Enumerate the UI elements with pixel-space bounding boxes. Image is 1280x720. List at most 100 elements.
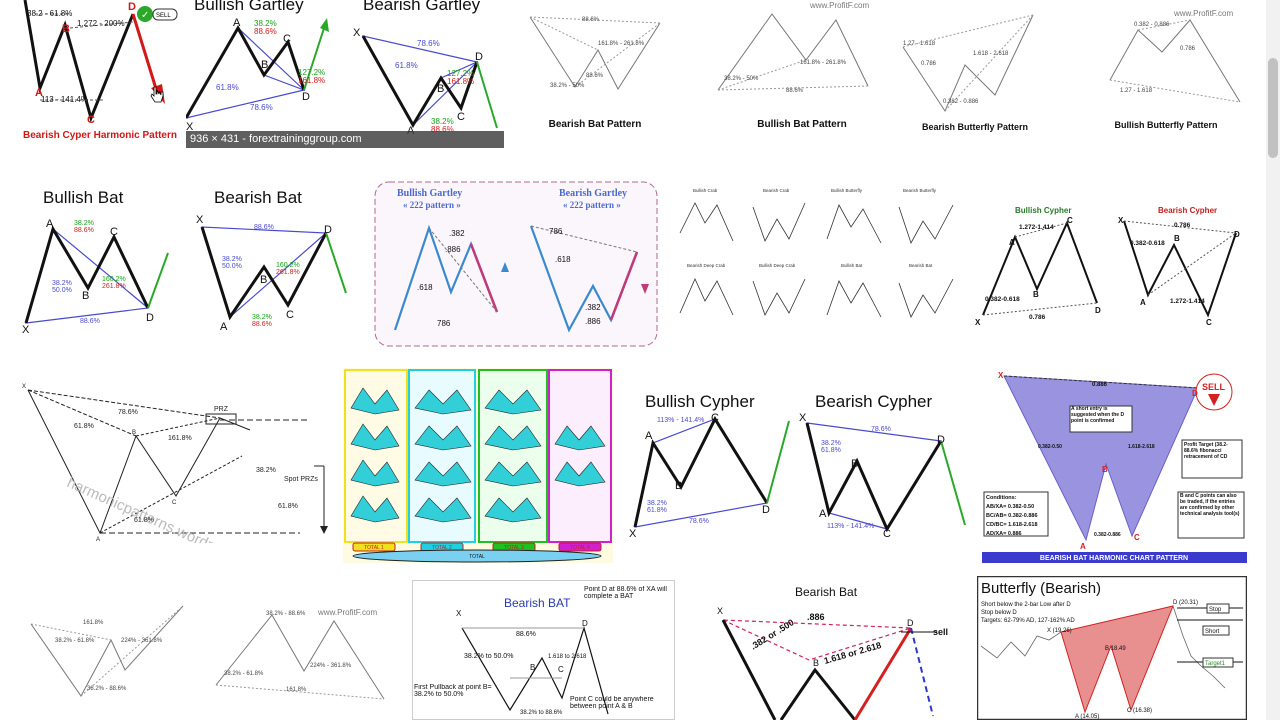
ratio-label: 113% - 141.4% — [827, 523, 874, 530]
ratio-label: 0.382 - 0.886 — [943, 99, 979, 105]
right-title: Bearish Gartley — [559, 188, 627, 199]
ratio-label: 786 — [437, 319, 451, 328]
point-label: B — [437, 83, 444, 95]
tile-caption: Bearish Butterfly Pattern — [922, 122, 1028, 132]
tile-caption: Bullish Bat Pattern — [757, 119, 846, 130]
tile-bearish-bat-harmonic-chart[interactable]: SELL 0.886 0.382-0.50 1.618-2.618 0.382-… — [982, 368, 1247, 563]
mini-title: Bullish Deep Crab — [759, 263, 796, 268]
ratio-label: 160.2% — [102, 276, 126, 283]
point-label: D — [582, 619, 588, 628]
tile-bearish-bat-explained[interactable]: Bearish BAT 88.6% 38.2% to 50.0% 1.618 t… — [412, 580, 675, 720]
ratio-label: .886 — [585, 317, 601, 326]
point-label: C — [87, 114, 95, 126]
ratio-label: 161.8% — [286, 687, 307, 693]
tile-gartley-222[interactable]: Bullish Gartley « 222 pattern » Bearish … — [373, 180, 659, 348]
ratio-label: .382 — [449, 229, 465, 238]
tile-bearish-bat[interactable]: Bearish Bat 88.6% 38.2% 50.0% 160.2% 261… — [190, 183, 350, 338]
ratio-label: 0.382-0.50 — [1038, 444, 1062, 450]
tile-prz-pattern[interactable]: harmonicpatterns.wordpress.com PRZ Spot … — [18, 378, 333, 543]
column-title: TOTAL 1 — [364, 545, 384, 551]
tile-bearish-cypher-harmonic[interactable]: ✓ SELL 38.2 - 61.8% 1.272 - 200% 113 - 1… — [15, 0, 185, 148]
tile-harmonic-grid[interactable]: Bullish Crab Bearish Crab Bullish Butter… — [675, 183, 965, 328]
chart-bullish-bat-pattern: www.ProfitF.com 38.2% - 50% 161.8% - 261… — [717, 1, 869, 130]
ratio-label: 61.8% — [216, 83, 239, 92]
mini-title: Bearish Crab — [763, 188, 790, 193]
point-label: A — [233, 17, 241, 29]
ratio-label: 78.6% — [689, 518, 709, 525]
target-label: Target1 — [1205, 661, 1226, 667]
point-label: D — [907, 618, 914, 628]
point-label: X — [975, 318, 981, 327]
mini-title: Bullish Crab — [693, 188, 718, 193]
scrollbar-thumb[interactable] — [1268, 58, 1278, 158]
point-label: A (14.05) — [1075, 714, 1099, 720]
tile-bullish-cypher-small[interactable]: Bullish Cypher 1.272-1.414 0.382-0.618 0… — [975, 203, 1105, 328]
tile-title: Bearish Cypher — [1158, 206, 1217, 215]
tile-bearish-butterfly-pattern[interactable]: 1.27 - 1.618 0.786 1.618 - 2.618 0.382 -… — [895, 5, 1055, 145]
ratio-label: 88.6% — [586, 73, 604, 79]
ratio-label: 161.8% — [168, 435, 192, 442]
ratio-label: 786 — [549, 227, 563, 236]
chart-butterfly-bearish: Butterfly (Bearish) Short below the 2-ba… — [977, 576, 1247, 720]
tile-butterfly-bearish[interactable]: Butterfly (Bearish) Short below the 2-ba… — [977, 576, 1247, 720]
right-subtitle: « 222 pattern » — [563, 200, 621, 210]
chart-bullish-butterfly-pattern: www.ProfitF.com 0.382 - 0.886 0.786 1.27… — [1109, 9, 1241, 130]
ratio-label: 88.6% — [254, 27, 277, 36]
tile-title: Bullish Gartley — [194, 0, 304, 14]
ratio-label: 1.618 - 2.618 — [973, 51, 1009, 57]
ratio-label: 127.2% — [447, 69, 474, 78]
tile-caption: BEARISH BAT HARMONIC CHART PATTERN — [1040, 555, 1188, 562]
tile-title: Bearish Bat — [795, 585, 858, 599]
ratio-label: 38.2% — [821, 440, 841, 447]
chart-bearish-cypher: Bearish Cypher 78.6% 38.2% 61.8% 113% - … — [799, 392, 966, 540]
ratio-label: 50.0% — [52, 287, 72, 294]
tile-bearish-bat-pattern[interactable]: 88.6% 38.2% - 50% 161.8% - 261.8% 88.6% … — [520, 5, 670, 145]
ratio-label: 38.2% - 88.6% — [87, 686, 127, 692]
tile-pattern-columns[interactable]: TOTAL 1 TOTAL 2 TOTAL 3 TOTAL 4 TOTAL — [343, 368, 613, 563]
ratio-label: .382 or .500 — [749, 617, 796, 651]
info-line: Stop below D — [981, 610, 1017, 616]
tile-bearish-cypher-small[interactable]: Bearish Cypher 0.786 0.382-0.618 1.272-1… — [1112, 203, 1247, 328]
point-label: C — [1206, 318, 1212, 327]
chart-bearish-cypher-small: Bearish Cypher 0.786 0.382-0.618 1.272-1… — [1118, 206, 1240, 327]
tile-pattern-row4-a[interactable]: 161.8% 38.2% - 61.8% 224% - 361.8% 38.2%… — [25, 600, 190, 720]
ratio-label: 38.2% — [222, 256, 242, 263]
tile-bullish-cypher[interactable]: Bullish Cypher 113% - 141.4% 38.2% 61.8%… — [625, 385, 795, 540]
point-label: D — [1234, 230, 1240, 239]
tile-pattern-row4-b[interactable]: www.ProfitF.com 38.2% - 88.6% 38.2% - 61… — [210, 605, 390, 720]
ratio-label: 1.27 - 1.618 — [1120, 88, 1153, 94]
vertical-scrollbar[interactable] — [1266, 0, 1280, 720]
point-label: A — [96, 537, 100, 543]
point-label: X — [717, 606, 723, 616]
ratio-label: 88.6% — [786, 88, 804, 94]
tile-bullish-bat-pattern[interactable]: www.ProfitF.com 38.2% - 50% 161.8% - 261… — [710, 0, 885, 145]
tile-bullish-butterfly-pattern[interactable]: www.ProfitF.com 0.382 - 0.886 0.786 1.27… — [1100, 0, 1250, 145]
tile-bearish-gartley[interactable]: Bearish Gartley 78.6% 61.8% 127.2% 161.8… — [345, 0, 505, 148]
ratio-label: 78.6% — [417, 39, 440, 48]
point-label: A — [46, 218, 54, 230]
point-label: C — [558, 665, 564, 674]
point-label: B — [260, 274, 267, 286]
conditions-line: BC/AB= 0.382-0.886 — [986, 513, 1038, 519]
sell-badge: SELL — [156, 13, 171, 19]
ratio-label: 61.8% — [821, 447, 841, 454]
conditions-line: CD/BC= 1.618-2.618 — [986, 522, 1038, 528]
ratio-label: 61.8% — [395, 61, 418, 70]
tile-bullish-gartley[interactable]: Bullish Gartley 38.2% 88.6% 61.8% 127.2%… — [186, 0, 336, 148]
chart-pattern-columns: TOTAL 1 TOTAL 2 TOTAL 3 TOTAL 4 TOTAL — [343, 368, 613, 563]
spot-prz-label: Spot PRZs — [284, 476, 318, 483]
chart-gartley-222: Bullish Gartley « 222 pattern » Bearish … — [374, 181, 658, 347]
ratio-label: 0.382-0.618 — [985, 296, 1020, 303]
prz-label: PRZ — [214, 406, 229, 413]
ratio-label: 38.2% to 50.0% — [464, 653, 513, 660]
tile-bearish-cypher[interactable]: Bearish Cypher 78.6% 38.2% 61.8% 113% - … — [795, 385, 970, 540]
note-target: Profit Target (38.2-88.6% fibonacci retr… — [1184, 442, 1228, 460]
ratio-label: 61.8% — [74, 423, 94, 430]
tile-bearish-bat-sell[interactable]: Bearish Bat .886 .382 or .500 1.618 or 2… — [715, 580, 955, 720]
ratio-label: 161.8% — [83, 620, 104, 626]
tile-caption: Bearish Cyper Harmonic Pattern — [23, 130, 177, 141]
point-label: X (19.26) — [1047, 628, 1072, 634]
tile-bullish-bat[interactable]: Bullish Bat 38.2% 88.6% 38.2% 50.0% 160.… — [18, 183, 178, 338]
ratio-label: 161.8% - 261.8% — [598, 41, 645, 47]
point-label: C — [286, 309, 294, 321]
